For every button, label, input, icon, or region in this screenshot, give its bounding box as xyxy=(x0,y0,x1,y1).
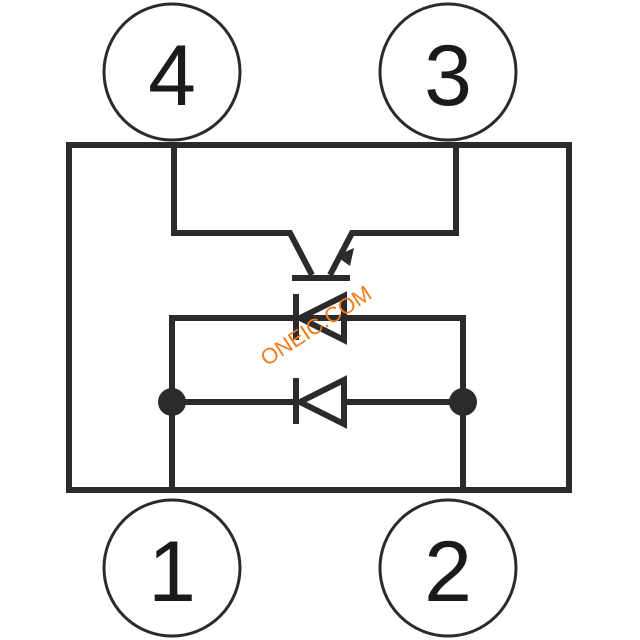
pin-1: 1 xyxy=(102,498,242,638)
diode-icon xyxy=(293,375,347,429)
pin-2: 2 xyxy=(378,498,518,638)
watermark-text: ONEIC.COM xyxy=(256,281,376,371)
pin-3-label: 3 xyxy=(424,28,472,124)
pin-2-label: 2 xyxy=(424,524,472,620)
pin-4-label: 4 xyxy=(148,28,196,124)
junction-dot-right xyxy=(449,388,477,416)
pin-3: 3 xyxy=(378,2,518,142)
pin-1-label: 1 xyxy=(148,524,196,620)
junction-dot-left xyxy=(158,388,186,416)
package-outline xyxy=(66,142,572,493)
phototransistor-icon xyxy=(171,145,459,281)
pin-4: 4 xyxy=(102,2,242,142)
